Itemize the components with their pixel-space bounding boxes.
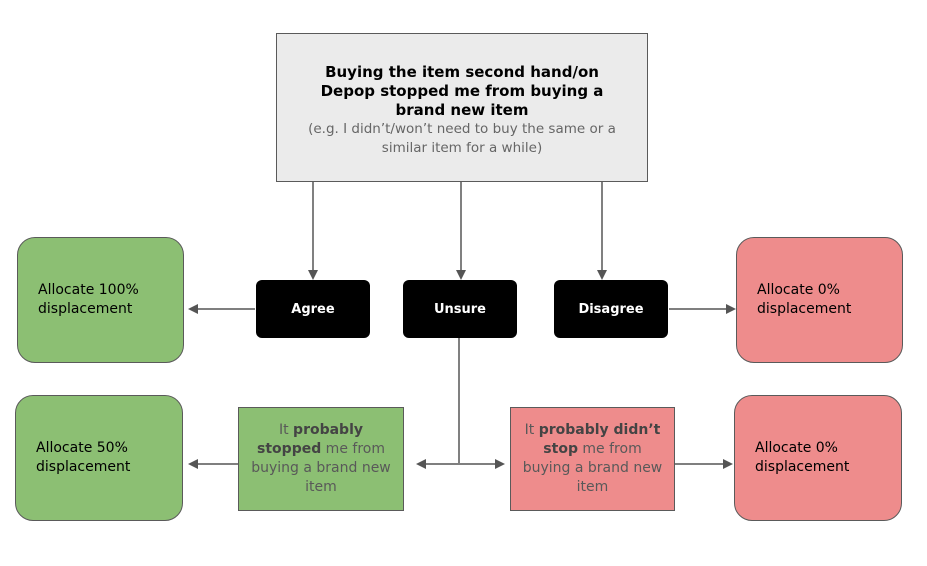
answer-unsure: Unsure [403, 280, 517, 338]
branch-stopped-suffix: me from buying a brand new item [251, 441, 391, 495]
outcome-disagree-label: Allocate 0% displacement [757, 282, 852, 317]
outcome-agree-label: Allocate 100% displacement [38, 282, 139, 317]
branch-probably-not-stopped: It probably didn’t stop me from buying a… [510, 407, 675, 511]
branch-stopped-prefix: It [278, 422, 294, 438]
outcome-stopped-box: Allocate 50% displacement [15, 395, 183, 521]
outcome-disagree-box: Allocate 0% displacement [736, 237, 903, 363]
answer-agree-label: Agree [291, 301, 335, 317]
answer-unsure-label: Unsure [433, 301, 487, 317]
outcome-not-stopped-label: Allocate 0% displacement [755, 440, 850, 475]
question-subtitle: (e.g. I didn’t/won’t need to buy the sam… [308, 121, 616, 156]
outcome-stopped-label: Allocate 50% displacement [36, 440, 131, 475]
branch-not-stopped-prefix: It [524, 422, 539, 438]
outcome-agree-box: Allocate 100% displacement [17, 237, 184, 363]
question-title: Buying the item second hand/on Depop sto… [320, 63, 604, 119]
branch-probably-stopped-text: It probably stopped me from buying a bra… [247, 421, 395, 497]
answer-disagree-label: Disagree [578, 301, 644, 317]
outcome-not-stopped-box: Allocate 0% displacement [734, 395, 902, 521]
branch-not-stopped-bold: probably didn’t stop [538, 422, 661, 457]
answer-disagree: Disagree [554, 280, 668, 338]
branch-probably-stopped: It probably stopped me from buying a bra… [238, 407, 404, 511]
answer-agree: Agree [256, 280, 370, 338]
branch-not-stopped-suffix: me from buying a brand new item [522, 441, 663, 495]
question-box: Buying the item second hand/on Depop sto… [276, 33, 648, 182]
branch-probably-not-stopped-text: It probably didn’t stop me from buying a… [519, 421, 666, 497]
branch-stopped-bold: probably stopped [257, 422, 364, 457]
